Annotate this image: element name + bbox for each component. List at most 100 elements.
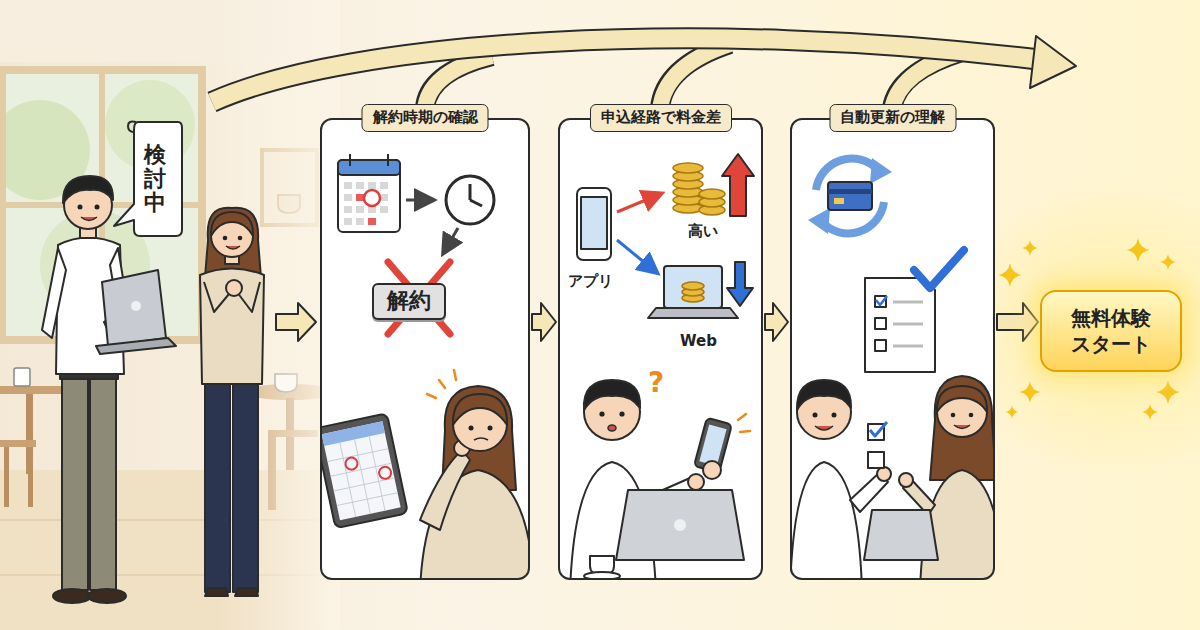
woman-figure xyxy=(205,588,228,596)
price-route-illustration xyxy=(722,154,754,216)
man-figure xyxy=(90,375,116,590)
price-route-illustration xyxy=(577,188,611,260)
start-label: 無料体験 スタート xyxy=(1051,305,1171,357)
cancel-timing-illustration xyxy=(364,190,380,206)
sparkles xyxy=(1022,240,1038,256)
sparkles xyxy=(1156,380,1179,403)
price-route-illustration xyxy=(682,282,704,290)
price-route-illustration xyxy=(688,474,704,490)
cancel-timing-illustration xyxy=(474,438,488,440)
man-figure xyxy=(81,217,97,221)
auto-renew-illustration xyxy=(870,422,887,436)
man-figure xyxy=(42,176,176,603)
auto-renew-illustration xyxy=(790,462,862,580)
step-panel: 申込経路で料金差 xyxy=(558,118,763,580)
price-route-illustration xyxy=(619,411,624,416)
cancel-label: 解約 xyxy=(387,288,431,314)
flow-arrow xyxy=(997,303,1038,341)
cancel-timing-illustration xyxy=(356,218,364,225)
price-route-illustration xyxy=(617,240,656,272)
auto-renew-illustration xyxy=(875,296,886,307)
price-route-illustration xyxy=(616,490,744,560)
cancel-timing-illustration xyxy=(378,466,392,480)
cancel-timing-illustration xyxy=(406,199,432,202)
cancel-timing-illustration xyxy=(469,184,472,200)
cancel-timing-illustration xyxy=(349,154,351,166)
auto-renew-illustration xyxy=(828,189,872,194)
overarching-arrow xyxy=(660,44,730,110)
cancel-timing-illustration xyxy=(356,182,364,189)
auto-renew-illustration xyxy=(813,413,818,418)
auto-renew-illustration xyxy=(797,380,851,410)
price-route-illustration xyxy=(673,163,703,173)
auto-renew-illustration xyxy=(790,158,995,580)
woman-figure xyxy=(205,380,230,592)
auto-renew-illustration xyxy=(875,340,886,351)
auto-renew-illustration xyxy=(969,413,974,418)
cancel-timing-illustration xyxy=(344,182,388,225)
cafe-scene xyxy=(14,368,30,386)
cafe-scene xyxy=(0,0,340,630)
overarching-arrow xyxy=(212,36,1076,110)
step-panel: 解約時期の確認解約 xyxy=(320,118,530,580)
auto-renew-illustration xyxy=(864,510,938,560)
man-figure xyxy=(102,270,166,346)
bubble-outline xyxy=(114,122,182,236)
auto-renew-illustration xyxy=(828,182,872,210)
woman-figure xyxy=(233,380,258,592)
auto-renew-illustration xyxy=(832,413,837,418)
panel-ground xyxy=(320,118,995,580)
price-route-illustration xyxy=(703,461,721,479)
price-route-illustration xyxy=(682,282,704,302)
man-figure xyxy=(96,338,176,354)
auto-renew-illustration xyxy=(914,250,964,288)
price-route-illustration xyxy=(674,519,686,531)
speech-bubble: 検討中 xyxy=(128,120,182,238)
price-route-illustration xyxy=(617,194,660,212)
overarching-arrow xyxy=(425,56,492,110)
cancel-timing-illustration xyxy=(344,182,352,189)
man-figure xyxy=(63,176,113,203)
cancel-timing-illustration xyxy=(444,228,458,252)
cancel-timing-illustration xyxy=(470,200,482,206)
step-title: 申込経路で料金差 xyxy=(590,104,732,132)
auto-renew-illustration xyxy=(808,208,830,234)
price-route-illustration xyxy=(727,262,753,306)
route-label: Web xyxy=(680,332,717,350)
sparkles xyxy=(1126,238,1149,261)
cancel-timing-illustration xyxy=(320,154,530,580)
route-label: アプリ xyxy=(568,272,613,290)
sparkles xyxy=(1020,382,1041,403)
cancel-timing-illustration xyxy=(420,450,470,530)
man-figure xyxy=(88,589,126,603)
auto-renew-illustration xyxy=(937,387,987,437)
step-title: 自動更新の理解 xyxy=(829,104,956,132)
price-route-illustration xyxy=(581,197,607,249)
price-route-illustration xyxy=(664,266,722,308)
man-figure xyxy=(53,589,91,603)
cancel-timing-illustration xyxy=(322,421,401,520)
cancel-timing-illustration xyxy=(344,194,352,201)
flow-arrow xyxy=(765,303,788,341)
sparkles xyxy=(998,263,1021,286)
price-label: 高い xyxy=(688,222,718,240)
woman-figure xyxy=(235,588,258,596)
cancel-timing-illustration xyxy=(368,182,376,189)
auto-renew-illustration xyxy=(875,318,886,329)
price-route-illustration xyxy=(599,411,604,416)
man-figure xyxy=(42,248,66,338)
price-route-illustration xyxy=(738,414,750,432)
sparkles xyxy=(1142,404,1158,420)
cancel-timing-illustration xyxy=(320,413,408,528)
woman-figure xyxy=(223,236,228,241)
auto-renew-illustration xyxy=(930,376,995,480)
woman-figure xyxy=(238,236,243,241)
woman-figure xyxy=(200,208,264,596)
auto-renew-illustration xyxy=(954,425,970,429)
cafe-scene xyxy=(0,440,36,447)
cafe-scene xyxy=(28,447,33,507)
cafe-scene xyxy=(0,386,62,394)
price-route-illustration xyxy=(699,425,726,466)
